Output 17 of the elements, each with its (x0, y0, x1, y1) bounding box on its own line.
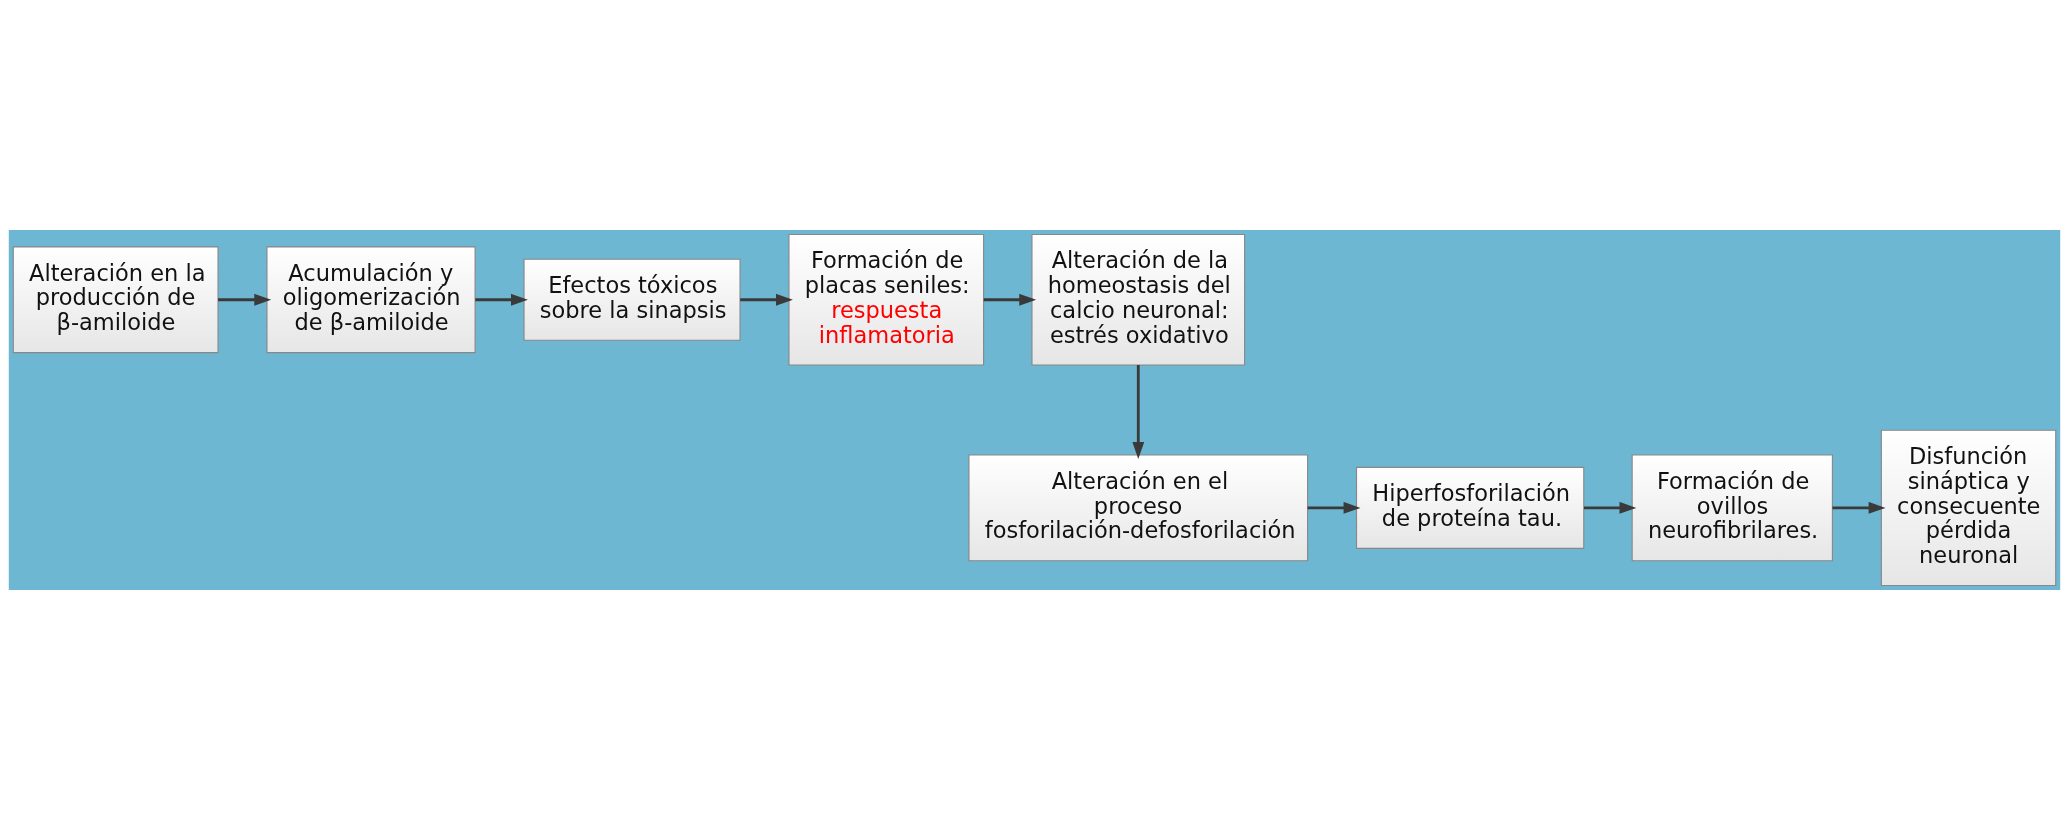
arrow (1132, 364, 1145, 459)
arrow (1307, 501, 1361, 514)
arrow (1832, 501, 1886, 514)
arrow (218, 293, 272, 306)
node-box: Hiperfosforilación de proteína tau. (1355, 466, 1585, 549)
arrow (740, 293, 793, 306)
arrow (475, 293, 528, 306)
node-box: Efectos tóxicos sobre la sinapsis (523, 258, 741, 341)
arrow (983, 293, 1037, 306)
node-box: Alteración de la homeostasis del calcio neuronal: estrés oxidativo (1031, 233, 1246, 366)
node-box: Disfunción sináptica y consecuente pérdida neuronal (1880, 429, 2057, 586)
node-box: Formación de ovillos neurofibrilares. (1631, 453, 1833, 561)
node-box: Alteración en el proceso fosforilación-defosforilación (968, 453, 1309, 561)
node-box: Alteración en la producción de β-amiloide (12, 245, 219, 353)
arrow (1584, 501, 1637, 514)
node-box: Acumulación y oligomerización de β-amiloide (266, 245, 476, 353)
node-box: Formación de placas seniles: respuesta inflamatoria (788, 233, 985, 366)
